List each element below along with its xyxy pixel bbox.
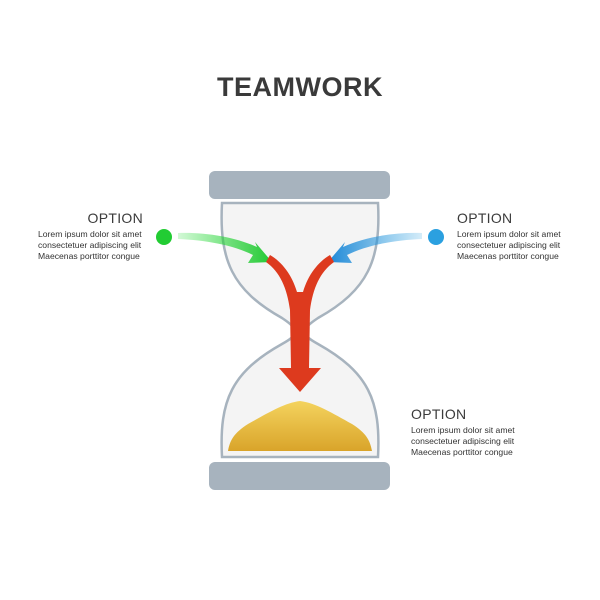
option-bottom-heading: OPTION [411, 406, 467, 422]
option-right-line-1: Lorem ipsum dolor sit amet [457, 229, 561, 239]
blue-arrow [328, 232, 422, 263]
green-arrow [178, 232, 272, 263]
green-dot [156, 229, 172, 245]
option-left: OPTION Lorem ipsum dolor sit amet consec… [38, 210, 143, 262]
option-right-heading: OPTION [457, 210, 513, 226]
merged-red-arrow [266, 255, 334, 392]
option-right-line-3: Maecenas porttitor congue [457, 251, 559, 261]
sand-pile [228, 401, 372, 451]
option-right-line-2: consectetuer adipiscing elit [457, 240, 561, 250]
option-left-heading: OPTION [87, 210, 143, 226]
option-left-line-1: Lorem ipsum dolor sit amet [38, 229, 142, 239]
option-left-line-3: Maecenas porttitor congue [38, 251, 140, 261]
hourglass-top-cap [209, 171, 390, 199]
option-bottom-line-1: Lorem ipsum dolor sit amet [411, 425, 515, 435]
page-title: TEAMWORK [217, 72, 383, 102]
option-bottom: OPTION Lorem ipsum dolor sit amet consec… [411, 406, 515, 458]
blue-dot [428, 229, 444, 245]
option-bottom-line-2: consectetuer adipiscing elit [411, 436, 515, 446]
hourglass-bottom-cap [209, 462, 390, 490]
option-right: OPTION Lorem ipsum dolor sit amet consec… [457, 210, 561, 262]
option-left-line-2: consectetuer adipiscing elit [38, 240, 142, 250]
option-bottom-line-3: Maecenas porttitor congue [411, 447, 513, 457]
